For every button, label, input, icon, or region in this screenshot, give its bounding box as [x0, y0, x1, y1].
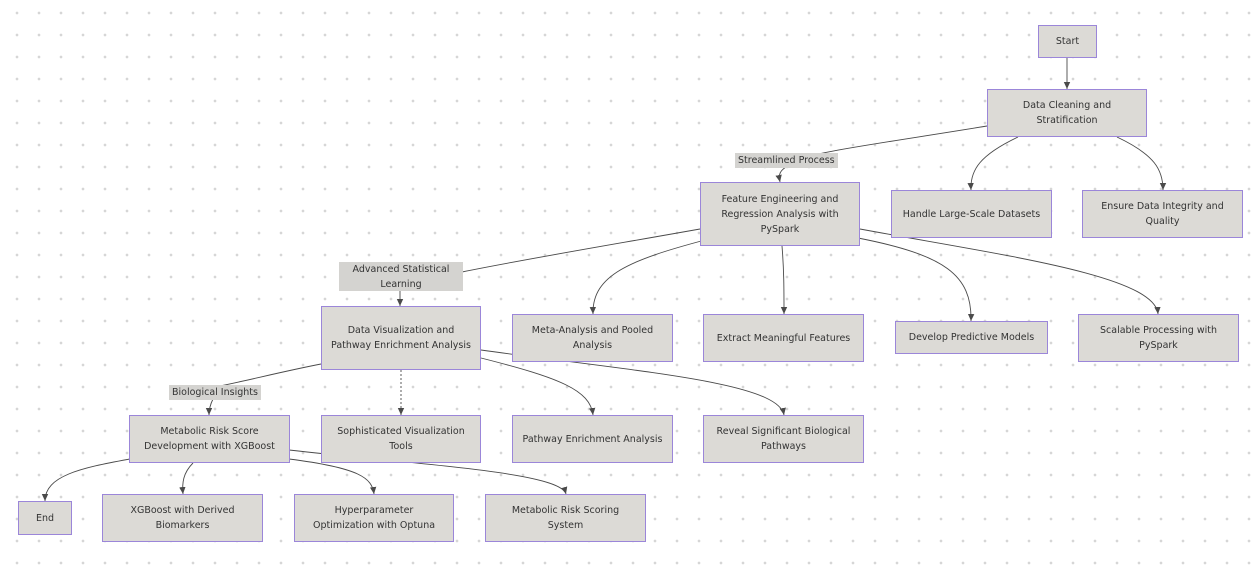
- edge-metabolic-to-xgboost: [179, 462, 194, 495]
- node-sophisticated-tools[interactable]: Sophisticated Visualization Tools: [321, 415, 481, 463]
- node-feature-engineering[interactable]: Feature Engineering and Regression Analy…: [700, 182, 860, 246]
- node-ensure-integrity[interactable]: Ensure Data Integrity and Quality: [1082, 190, 1243, 238]
- node-hyperparameter-optimization[interactable]: Hyperparameter Optimization with Optuna: [294, 494, 454, 542]
- edge-feature-to-dataviz: [461, 228, 701, 273]
- edge-feature-to-predictive: [857, 237, 975, 322]
- node-reveal-pathways[interactable]: Reveal Significant Biological Pathways: [703, 415, 864, 463]
- node-pathway-enrichment[interactable]: Pathway Enrichment Analysis: [512, 415, 673, 463]
- edge-feature-to-extract: [780, 245, 788, 315]
- edge-feature-to-scalable: [859, 228, 1161, 315]
- edge-cleaning-to-handle: [967, 136, 1019, 191]
- node-start[interactable]: Start: [1038, 25, 1097, 58]
- node-predictive-models[interactable]: Develop Predictive Models: [895, 321, 1048, 354]
- edge-label-biological-insights: Biological Insights: [169, 385, 261, 400]
- node-extract-features[interactable]: Extract Meaningful Features: [703, 314, 864, 362]
- edge-dataviz-to-pathway: [480, 357, 596, 416]
- edge-cleaning-to-integrity: [1116, 136, 1167, 191]
- edge-dataviz-to-metabolic-b: [205, 398, 214, 416]
- node-scalable-processing[interactable]: Scalable Processing with PySpark: [1078, 314, 1239, 362]
- node-xgboost-biomarkers[interactable]: XGBoost with Derived Biomarkers: [102, 494, 263, 542]
- edge-label-advanced-statistical-learning: Advanced Statistical Learning: [339, 262, 463, 291]
- edge-metabolic-to-hyper: [288, 458, 377, 495]
- edge-metabolic-to-end: [41, 458, 131, 502]
- node-end[interactable]: End: [18, 501, 72, 535]
- node-data-visualization[interactable]: Data Visualization and Pathway Enrichmen…: [321, 306, 481, 370]
- node-data-cleaning[interactable]: Data Cleaning and Stratification: [987, 89, 1147, 137]
- node-scoring-system[interactable]: Metabolic Risk Scoring System: [485, 494, 646, 542]
- node-meta-analysis[interactable]: Meta-Analysis and Pooled Analysis: [512, 314, 673, 362]
- node-handle-large-scale[interactable]: Handle Large-Scale Datasets: [891, 190, 1052, 238]
- edge-dataviz-to-metabolic: [219, 363, 322, 387]
- edge-feature-to-meta: [589, 239, 706, 315]
- edge-cleaning-to-feature-b: [775, 166, 787, 183]
- edge-label-streamlined-process: Streamlined Process: [735, 153, 838, 168]
- node-metabolic-risk[interactable]: Metabolic Risk Score Development with XG…: [129, 415, 290, 463]
